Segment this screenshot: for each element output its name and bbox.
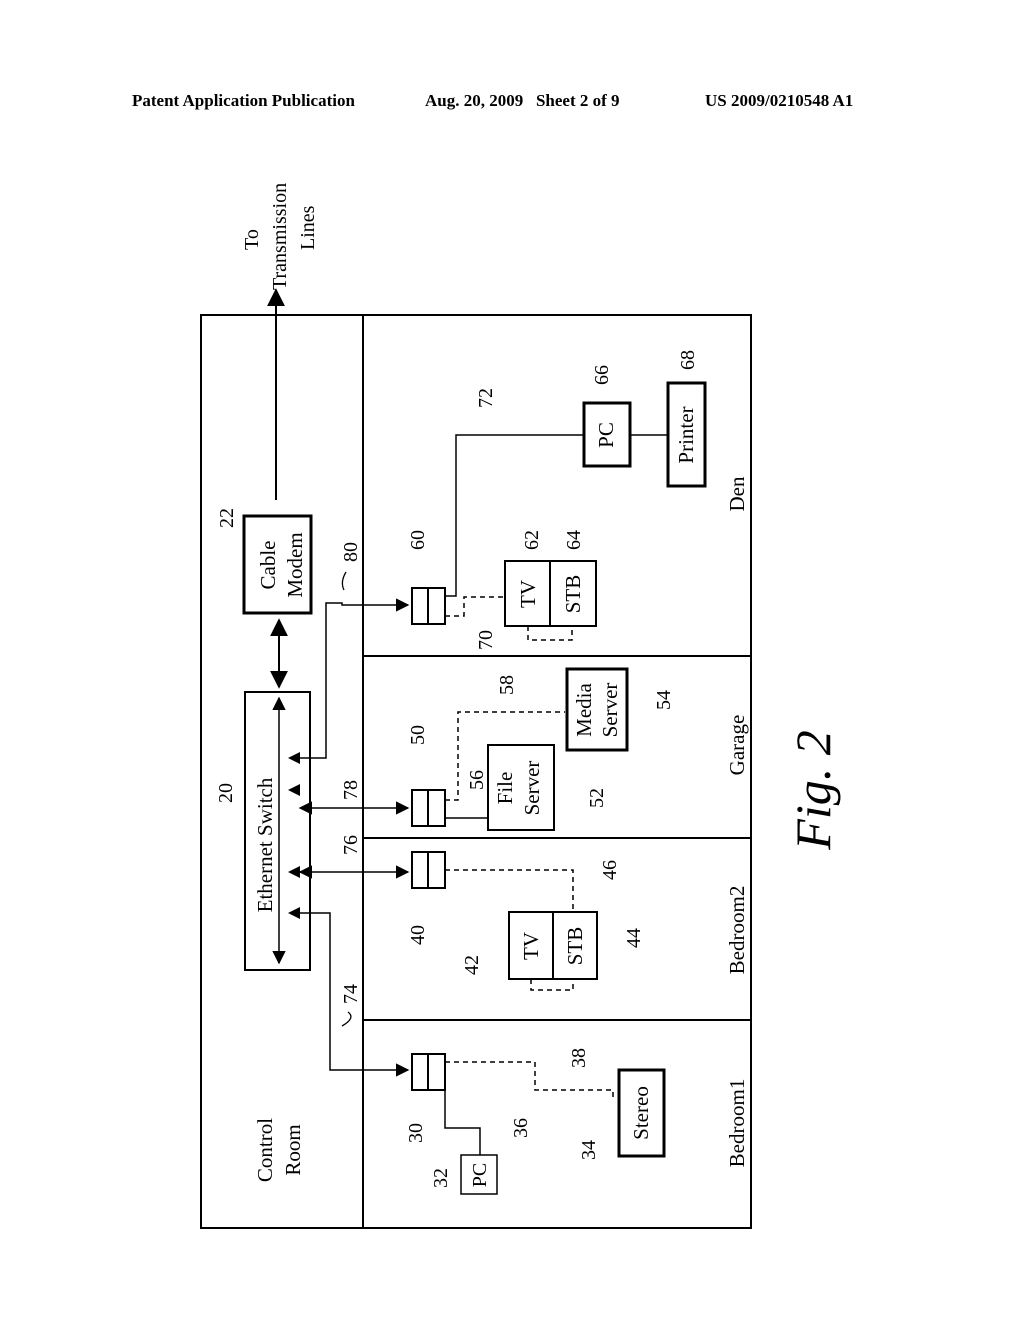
ref-38: 38 <box>568 1048 590 1068</box>
ref-30: 30 <box>405 1123 427 1143</box>
svg-text:Modem: Modem <box>283 532 307 597</box>
pc-bedroom1-label: PC <box>469 1163 491 1187</box>
media-server-box <box>565 667 629 752</box>
svg-text:Server: Server <box>520 761 544 816</box>
uplink-label: To Transmission Lines <box>241 183 319 290</box>
file-server-label: File Server <box>493 761 544 816</box>
ref-56: 56 <box>466 770 488 790</box>
svg-text:Cable: Cable <box>256 541 280 590</box>
stb-bedroom2-label: STB <box>563 927 587 966</box>
svg-text:File: File <box>493 772 517 805</box>
printer-label: Printer <box>674 406 698 463</box>
outlet-50 <box>411 789 446 827</box>
outlet-60 <box>411 587 446 625</box>
tv-den-label: TV <box>516 580 540 608</box>
bedroom1-label: Bedroom1 <box>725 1079 749 1168</box>
ref-54: 54 <box>653 690 675 710</box>
ref-78: 78 <box>340 780 362 800</box>
header-pub-number: US 2009/0210548 A1 <box>705 91 854 110</box>
bedroom2-label: Bedroom2 <box>725 886 749 975</box>
file-server-box <box>487 744 555 831</box>
ref-22: 22 <box>216 508 238 528</box>
ref-20: 20 <box>215 783 237 803</box>
stereo-label: Stereo <box>629 1086 653 1140</box>
header-date-sheet: Aug. 20, 2009 Sheet 2 of 9 <box>425 91 620 110</box>
cable-modem-label: Cable Modem <box>256 532 307 597</box>
pc-den-label: PC <box>594 422 618 448</box>
ref-52: 52 <box>586 788 608 808</box>
header-publication: Patent Application Publication <box>132 91 355 110</box>
control-room-label: Control Room <box>253 1118 305 1182</box>
svg-text:Media: Media <box>572 683 596 737</box>
ref-70: 70 <box>475 630 497 650</box>
svg-text:Transmission: Transmission <box>269 183 291 290</box>
ref-68: 68 <box>677 350 699 370</box>
ref-40: 40 <box>407 925 429 945</box>
garage-label: Garage <box>725 715 749 776</box>
ref-80: 80 <box>340 542 362 562</box>
pc-bedroom1-box <box>460 1154 498 1195</box>
tv-bedroom2-label: TV <box>519 932 543 960</box>
stb-den-label: STB <box>561 575 585 614</box>
ethernet-switch-label: Ethernet Switch <box>253 777 277 912</box>
stereo-box <box>617 1068 666 1158</box>
svg-text:Lines: Lines <box>297 205 319 250</box>
media-server-label: Media Server <box>572 683 622 738</box>
ref-64: 64 <box>563 530 585 550</box>
svg-text:Control: Control <box>253 1118 277 1182</box>
outlet-40 <box>411 851 446 889</box>
printer-box <box>666 381 707 488</box>
ref-58: 58 <box>496 675 518 695</box>
figure-caption: Fig. 2 <box>785 730 841 850</box>
svg-text:Server: Server <box>598 683 622 738</box>
ref-76: 76 <box>340 835 362 855</box>
switch-ports <box>288 752 300 919</box>
svg-text:Room: Room <box>281 1124 305 1175</box>
building-outline <box>200 314 752 1229</box>
ref-32: 32 <box>430 1168 452 1188</box>
den-label: Den <box>725 476 749 511</box>
ref-62: 62 <box>521 530 543 550</box>
ref-50: 50 <box>407 725 429 745</box>
ref-60: 60 <box>407 530 429 550</box>
trunk-lines <box>298 598 410 1077</box>
ref-74: 74 <box>340 984 362 1004</box>
ref-42: 42 <box>461 955 483 975</box>
svg-text:To: To <box>241 229 263 250</box>
cable-modem-box <box>242 514 313 615</box>
outlet-30 <box>411 1053 446 1091</box>
ref-44: 44 <box>623 928 645 948</box>
ref-46: 46 <box>599 860 621 880</box>
ref-72: 72 <box>475 388 497 408</box>
ref-36: 36 <box>510 1118 532 1138</box>
ref-34: 34 <box>578 1140 600 1160</box>
ref-66: 66 <box>591 365 613 385</box>
